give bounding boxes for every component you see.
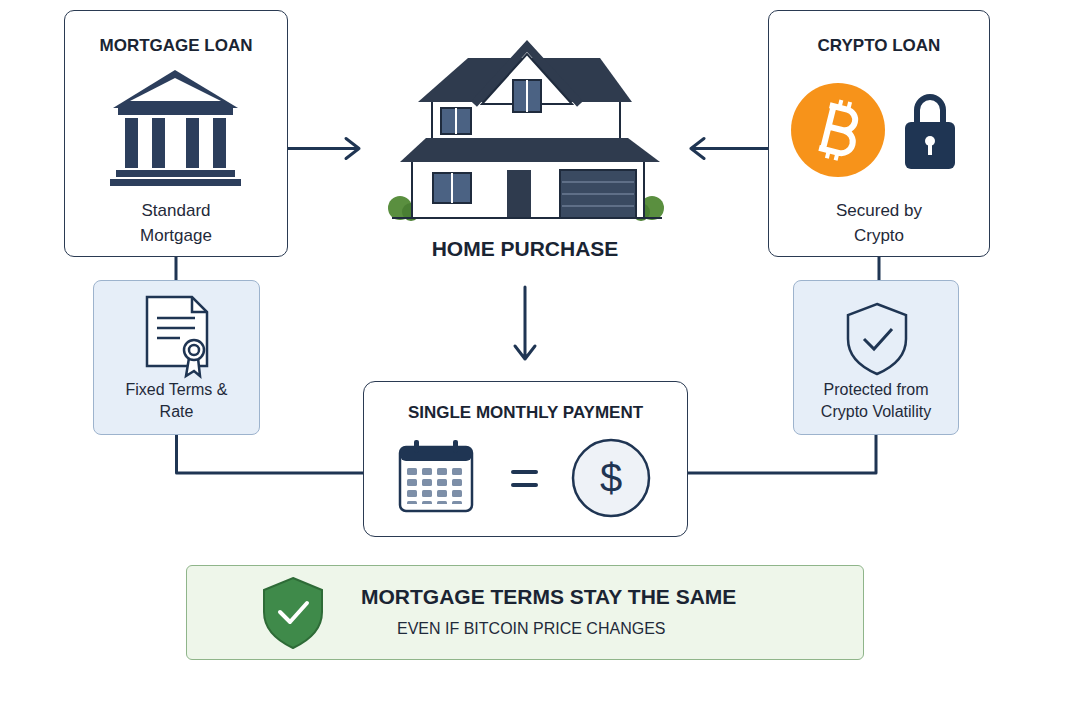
bank-icon xyxy=(110,70,241,186)
bank-icon xyxy=(110,179,241,186)
bank-icon xyxy=(113,70,238,108)
calendar-icon xyxy=(400,447,472,461)
connector-line xyxy=(175,257,178,280)
box-title: CRYPTO LOAN xyxy=(779,35,979,57)
document-icon xyxy=(147,297,207,366)
check-shield-icon xyxy=(264,578,322,648)
house-illustration xyxy=(451,173,453,203)
arrow-connector xyxy=(288,139,359,159)
box-text: Standard Mortgage xyxy=(111,198,241,248)
process-box: Protected from Crypto Volatility xyxy=(793,280,959,435)
house-illustration xyxy=(562,193,634,195)
connector-line xyxy=(177,435,364,473)
box-title: Protected from Crypto Volatility xyxy=(801,379,951,423)
bitcoin-icon xyxy=(791,83,885,177)
house-illustration xyxy=(432,96,620,146)
check-shield-icon xyxy=(280,603,307,622)
house-illustration xyxy=(388,46,664,221)
house-illustration xyxy=(418,58,632,102)
calendar-icon xyxy=(453,440,458,453)
document-icon xyxy=(186,358,200,376)
equals-sign xyxy=(513,483,536,487)
house-illustration xyxy=(388,196,412,220)
bank-icon xyxy=(130,78,221,101)
box-text: EVEN IF BITCOIN PRICE CHANGES xyxy=(397,618,863,640)
document-icon xyxy=(147,297,207,376)
bitcoin-icon xyxy=(817,98,862,164)
bank-icon xyxy=(125,118,138,168)
house-illustration xyxy=(412,156,644,218)
house-illustration xyxy=(640,196,664,220)
house-illustration xyxy=(474,46,580,104)
process-box: CRYPTO LOAN Secured by Crypto xyxy=(768,10,990,257)
box-title: MORTGAGE LOAN xyxy=(76,35,276,57)
lock-icon xyxy=(925,136,935,146)
house-illustration xyxy=(455,108,457,134)
bitcoin-icon xyxy=(827,100,850,160)
document-icon xyxy=(184,340,204,360)
house-illustration xyxy=(526,80,528,112)
process-box: MORTGAGE LOAN Standard Mortgage xyxy=(64,10,288,257)
arrow-connector xyxy=(515,287,535,359)
document-icon xyxy=(189,345,199,355)
house-illustration xyxy=(400,138,660,162)
lock-icon xyxy=(905,97,955,169)
document-icon xyxy=(157,317,195,320)
process-box: Fixed Terms & Rate xyxy=(93,280,260,435)
connector-line xyxy=(878,257,881,280)
equals-sign xyxy=(513,472,536,485)
calendar-icon xyxy=(400,440,472,511)
document-icon xyxy=(157,327,195,330)
house-illustration xyxy=(507,170,531,218)
calendar-icon xyxy=(400,447,472,511)
bank-icon xyxy=(116,170,235,177)
bank-icon xyxy=(186,118,199,168)
calendar-icon xyxy=(414,440,419,453)
calendar-icon xyxy=(407,468,465,504)
bank-icon xyxy=(152,118,165,168)
box-title: MORTGAGE TERMS STAY THE SAME xyxy=(361,584,863,610)
bitcoin-icon xyxy=(819,105,860,155)
currency-symbol: $ xyxy=(600,458,622,498)
illustration-node: HOME PURCHASE xyxy=(365,40,685,271)
coin-circle xyxy=(573,440,649,516)
arrow-connector xyxy=(691,139,768,159)
box-title: HOME PURCHASE xyxy=(375,236,675,262)
house-illustration xyxy=(433,173,471,203)
bitcoin-icon xyxy=(791,83,885,177)
house-illustration xyxy=(513,80,541,112)
house-illustration xyxy=(562,205,634,207)
document-icon xyxy=(192,297,207,312)
box-text: Secured by Crypto xyxy=(814,198,944,248)
document-icon xyxy=(157,337,180,340)
process-box: MORTGAGE TERMS STAY THE SAME EVEN IF BITC… xyxy=(186,565,864,660)
house-illustration xyxy=(562,182,634,206)
lock-icon xyxy=(905,122,955,169)
box-title: Fixed Terms & Rate xyxy=(117,379,237,423)
process-box: SINGLE MONTHLY PAYMENT xyxy=(363,381,688,537)
bank-icon xyxy=(118,106,233,115)
shield-icon xyxy=(848,304,906,374)
shield-icon xyxy=(864,329,892,349)
house-illustration xyxy=(392,217,662,219)
equals-sign xyxy=(513,470,536,474)
check-shield-icon xyxy=(264,578,322,648)
house-illustration xyxy=(632,203,650,221)
lock-icon xyxy=(917,97,943,124)
house-illustration xyxy=(562,181,634,183)
house-illustration xyxy=(402,203,420,221)
house-illustration xyxy=(560,170,636,218)
shield-icon xyxy=(848,304,906,374)
house-illustration xyxy=(482,54,572,104)
lock-icon xyxy=(928,143,932,155)
box-title: SINGLE MONTHLY PAYMENT xyxy=(376,402,676,424)
house-illustration xyxy=(441,108,471,134)
bank-icon xyxy=(213,118,226,168)
connector-line xyxy=(688,435,876,473)
